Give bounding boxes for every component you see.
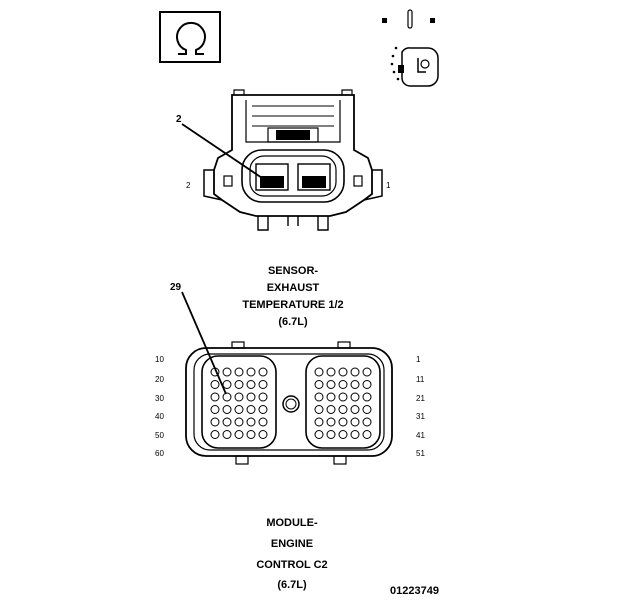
module-callout-label: 29 (170, 282, 182, 293)
sensor-title-line-3: TEMPERATURE 1/2 (242, 299, 343, 311)
pin-cavity (350, 417, 360, 427)
pin-cavity (222, 380, 232, 389)
pin-cavity (246, 417, 256, 427)
pin-cavity (234, 367, 244, 377)
pin-cavity (258, 430, 268, 439)
pin-cavity (350, 430, 360, 439)
module-right-pin-number: 11 (416, 375, 425, 384)
pin-cavity (234, 380, 244, 389)
sensor-pin-right-label: 1 (386, 181, 391, 190)
pin-cavity (210, 417, 220, 427)
module-left-pin-number: 50 (155, 431, 164, 440)
pin-cavity (314, 417, 324, 427)
omega-terminal-icon (159, 11, 221, 63)
module-title-line-4: (6.7L) (277, 579, 307, 591)
pin-cavity (314, 405, 324, 414)
pin-cavity (258, 367, 268, 377)
pin-cavity (362, 367, 372, 377)
pin-cavity (338, 417, 348, 427)
module-title-line-2: ENGINE (271, 538, 313, 550)
pin-cavity (314, 367, 324, 377)
pin-cavity (210, 430, 220, 439)
figure-id: 01223749 (390, 585, 439, 597)
pin-cavity (222, 417, 232, 427)
pin-cavity (350, 405, 360, 414)
pin-cavity (362, 380, 372, 389)
module-title-line-3: CONTROL C2 (256, 559, 327, 571)
pin-cavity (222, 430, 232, 439)
module-left-pin-number: 40 (155, 412, 164, 421)
pin-cavity (258, 380, 268, 389)
pin-cavity (338, 380, 348, 389)
pin-cavity (210, 380, 220, 389)
pin-cavity (258, 405, 268, 414)
pin-cavity (362, 417, 372, 427)
module-pin-grid-left (210, 367, 268, 439)
pin-cavity (362, 405, 372, 414)
pin-cavity (246, 405, 256, 414)
sensor-pin-left-label: 2 (186, 181, 191, 190)
module-right-pin-number: 51 (416, 449, 425, 458)
pin-cavity (326, 392, 336, 402)
pin-cavity (350, 392, 360, 402)
sensor-title-line-2: EXHAUST (267, 282, 320, 294)
pin-cavity (314, 430, 324, 439)
pin-cavity (222, 405, 232, 414)
pin-cavity (338, 430, 348, 439)
pin-cavity (350, 380, 360, 389)
module-left-pin-number: 30 (155, 394, 164, 403)
sensor-title-line-4: (6.7L) (278, 316, 308, 328)
pin-cavity (338, 367, 348, 377)
pin-cavity (314, 392, 324, 402)
pin-cavity (234, 405, 244, 414)
module-left-pin-number: 60 (155, 449, 164, 458)
pin-cavity (326, 367, 336, 377)
pin-cavity (326, 405, 336, 414)
module-connector-drawing (181, 291, 393, 465)
module-left-pin-number: 20 (155, 375, 164, 384)
pin-cavity (210, 392, 220, 402)
connector-lock-icon (382, 9, 439, 87)
pin-cavity (326, 380, 336, 389)
pin-cavity (326, 430, 336, 439)
sensor-title-line-1: SENSOR- (268, 265, 318, 277)
pin-cavity (222, 367, 232, 377)
module-right-pin-number: 1 (416, 355, 421, 364)
module-right-pin-number: 41 (416, 431, 425, 440)
module-right-pin-number: 21 (416, 394, 425, 403)
module-left-pin-number: 10 (155, 355, 164, 364)
module-right-pin-number: 31 (416, 412, 425, 421)
pin-cavity (326, 417, 336, 427)
pin-cavity (234, 430, 244, 439)
module-title-line-1: MODULE- (266, 517, 318, 529)
pin-cavity (222, 392, 232, 402)
sensor-connector-drawing (181, 89, 383, 231)
pin-cavity (210, 405, 220, 414)
sensor-callout-label: 2 (176, 114, 182, 125)
pin-cavity (246, 380, 256, 389)
pin-cavity (258, 417, 268, 427)
pin-cavity (338, 405, 348, 414)
pin-cavity (314, 380, 324, 389)
pin-cavity (246, 430, 256, 439)
pin-cavity (234, 392, 244, 402)
pin-cavity (234, 417, 244, 427)
pin-cavity (362, 430, 372, 439)
pin-cavity (258, 392, 268, 402)
module-pin-grid-right (314, 367, 372, 439)
pin-cavity (362, 392, 372, 402)
pin-cavity (246, 367, 256, 377)
pin-cavity (246, 392, 256, 402)
pin-cavity (350, 367, 360, 377)
pin-cavity (338, 392, 348, 402)
